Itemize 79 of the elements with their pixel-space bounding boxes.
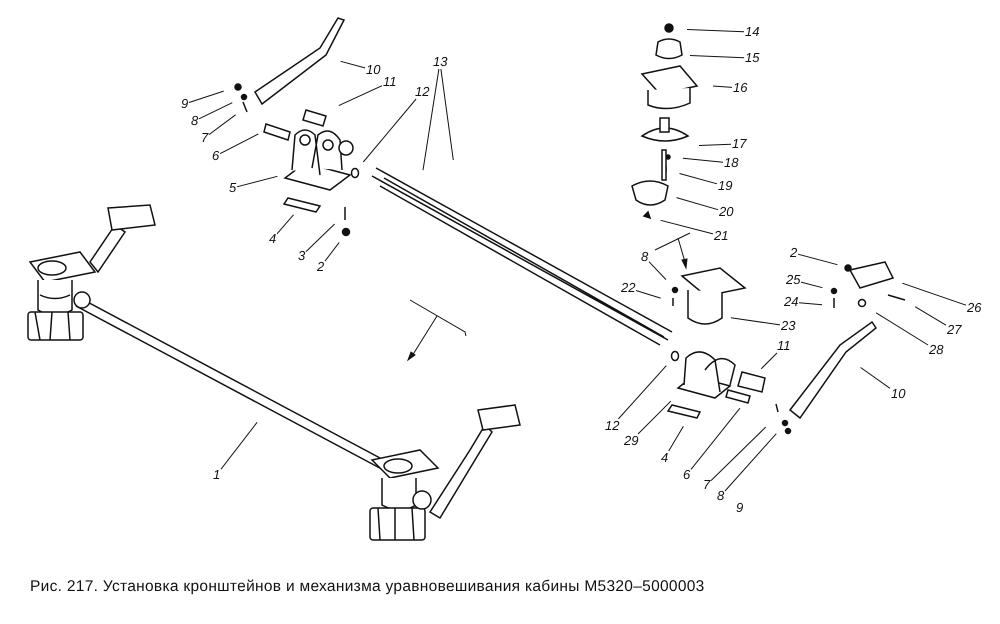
callout-number: 22 [620, 281, 636, 295]
leader-line [668, 426, 684, 452]
leader-line [914, 306, 946, 326]
callout-number: 16 [732, 81, 748, 95]
leader-line [276, 214, 294, 234]
leader-line [710, 426, 766, 482]
leader-line [338, 85, 382, 106]
callout-number: 23 [780, 319, 796, 333]
callout-number: 6 [211, 149, 220, 163]
leader-line [648, 261, 666, 280]
callout-number: 6 [682, 468, 692, 482]
callout-number: 11 [382, 75, 398, 89]
leader-line [902, 282, 966, 306]
callout-number: 4 [660, 451, 670, 465]
callout-number: 8 [190, 114, 200, 128]
leader-line [730, 317, 780, 326]
figure-caption: Рис. 217. Установка кронштейнов и механизма уравновешивания кабины М5320–5000003 [30, 578, 705, 596]
callout-number: 8 [716, 489, 726, 503]
leader-line [440, 68, 454, 161]
leader-line [798, 254, 838, 266]
callout-number: 9 [735, 501, 744, 515]
callout-number: 18 [723, 156, 740, 170]
leader-line [198, 102, 233, 120]
leader-line [618, 365, 667, 420]
callout-number: 8 [640, 250, 650, 264]
callout-number: 3 [297, 249, 306, 263]
leader-line [638, 400, 672, 434]
callout-number: 7 [702, 478, 712, 492]
leader-line [698, 144, 732, 146]
leader-line [660, 220, 714, 234]
callout-number: 4 [268, 232, 278, 246]
callout-number: 28 [928, 343, 944, 357]
leader-line [236, 176, 278, 188]
leader-line [306, 224, 336, 252]
leader-line [220, 133, 259, 154]
callout-number: 7 [200, 131, 210, 145]
callout-number: 2 [789, 246, 798, 260]
callout-number: 2 [316, 260, 326, 274]
leader-line [340, 60, 366, 68]
leader-line [324, 242, 340, 262]
leader-line [682, 158, 724, 163]
callout-number: 1 [212, 468, 222, 482]
leader-line [636, 290, 662, 299]
callout-number: 19 [717, 179, 734, 193]
callout-number: 20 [718, 205, 734, 219]
callout-number: 27 [946, 323, 962, 337]
callout-number: 13 [432, 55, 448, 69]
callout-number: 12 [604, 419, 620, 433]
callout-number: 26 [966, 301, 982, 315]
leader-line [800, 282, 823, 288]
callout-number: 12 [414, 85, 430, 99]
leader-line [686, 29, 744, 32]
leader-line [690, 55, 744, 58]
leader-line [760, 352, 778, 370]
leader-line [712, 86, 732, 88]
callout-number: 10 [890, 387, 906, 401]
leader-line [690, 408, 740, 470]
callout-number: 21 [713, 229, 730, 243]
callout-number: 14 [744, 25, 760, 39]
leader-line [208, 114, 236, 136]
leader-line [798, 302, 823, 306]
leader-line [422, 68, 440, 171]
callout-number: 10 [365, 63, 382, 77]
callout-number: 15 [744, 51, 760, 65]
leader-line [679, 173, 718, 184]
leader-line [362, 98, 417, 162]
callout-number: 24 [783, 295, 800, 309]
callout-number: 9 [180, 97, 190, 111]
leader-line [876, 312, 928, 346]
callout-number: 5 [228, 181, 238, 195]
leader-line [860, 367, 890, 389]
leader-line [188, 90, 224, 103]
leader-line [220, 422, 258, 470]
callout-number: 11 [776, 339, 792, 353]
leader-line [676, 197, 718, 210]
leader-line [724, 433, 777, 492]
callout-number: 29 [623, 434, 640, 448]
callout-number: 25 [785, 273, 802, 287]
callout-number: 17 [731, 137, 748, 151]
